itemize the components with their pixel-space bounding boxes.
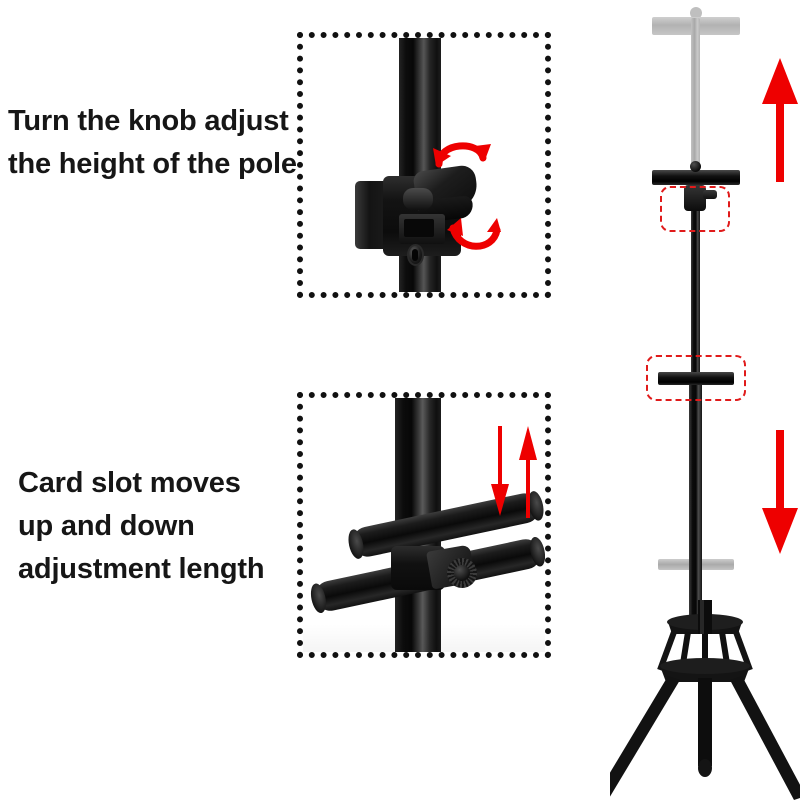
rotate-counterclockwise-arrow (447, 218, 501, 250)
callout-card-slot-detail (297, 392, 551, 658)
callout-knob-detail (297, 32, 551, 298)
slide-up-arrow (519, 426, 537, 518)
t-bracket (652, 170, 740, 185)
ground-shadow (303, 624, 545, 652)
tube-end-cap (308, 582, 329, 615)
height-adjust-knob (684, 185, 706, 211)
clamp-knob (403, 188, 433, 210)
rotate-clockwise-arrow (433, 142, 491, 168)
t-bracket-top-knob (690, 161, 701, 172)
knob-highlight-box (660, 186, 730, 232)
card-slot-highlight-box (646, 355, 746, 401)
height-adjust-lever (703, 190, 717, 199)
tripod-stand-illustration (610, 0, 800, 800)
instruction-text-card-slot: Card slot moves up and down adjustment l… (18, 467, 265, 585)
raise-arrow (762, 58, 798, 182)
ghost-top-knob (690, 7, 702, 19)
tube-end-cap (527, 535, 545, 568)
clamp-body (355, 181, 387, 249)
stand-lower-pole (689, 380, 702, 630)
callout-knob-illustration (303, 38, 545, 292)
ghost-extended-pole (691, 18, 700, 184)
instruction-text-knob-height: Turn the knob adjust the height of the p… (8, 105, 297, 180)
tripod-base (610, 600, 800, 800)
clamp-plate-cutout (404, 219, 434, 237)
stand-upper-pole (691, 185, 700, 385)
tube-end-cap (346, 528, 366, 561)
lower-arrow (762, 430, 798, 554)
thumbscrew-center (454, 565, 470, 581)
slide-down-arrow (491, 426, 509, 516)
clamp-screw-slot (412, 249, 418, 261)
callout-card-slot-illustration (303, 398, 545, 652)
card-slot-bar (658, 372, 734, 385)
